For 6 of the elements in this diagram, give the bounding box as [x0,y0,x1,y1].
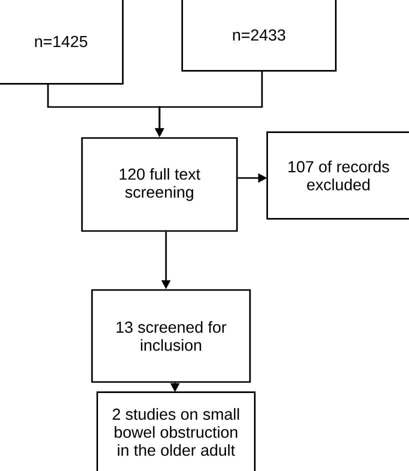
process-box: n=2433 [181,0,337,72]
process-box: 13 screened for inclusion [91,289,251,383]
process-box: n=1425 [0,0,124,85]
process-box: 107 of records excluded [266,131,409,220]
process-box: 120 full text screening [81,137,238,232]
process-box: 2 studies on small bowel obstruction in the older adult [96,391,256,471]
